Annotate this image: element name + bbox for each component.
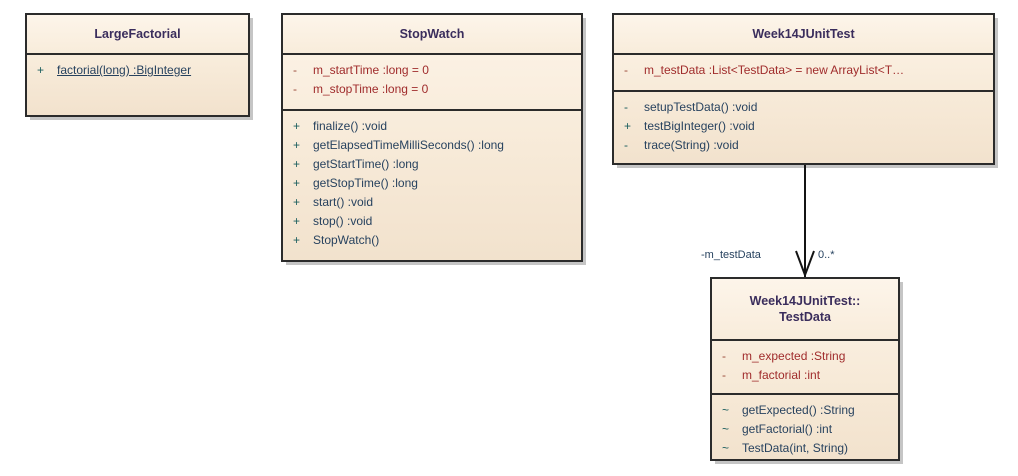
association-multiplicity-label: 0..* — [818, 249, 835, 261]
operations-compartment-stop-watch: + finalize() :void + getElapsedTimeMilli… — [283, 109, 581, 257]
association-line-testdata[interactable] — [804, 165, 806, 277]
class-name-test-data: Week14JUnitTest:: TestData — [712, 279, 898, 341]
association-arrowhead-icon — [795, 250, 815, 278]
operation-row[interactable]: + stop() :void — [283, 212, 581, 231]
visibility-marker: ~ — [722, 422, 730, 436]
class-title-line1: StopWatch — [399, 27, 465, 41]
operation-label: trace(String) :void — [644, 138, 739, 152]
operations-compartment-test-data: ~ getExpected() :String ~ getFactorial()… — [712, 393, 898, 465]
operation-label: getExpected() :String — [742, 403, 855, 417]
operations-compartment-large-factorial: + factorial(long) :BigInteger — [27, 55, 248, 115]
association-role-label: -m_testData — [701, 249, 761, 261]
visibility-marker: + — [37, 63, 45, 77]
operation-label: stop() :void — [313, 214, 373, 228]
class-title-line1: LargeFactorial — [94, 27, 181, 41]
visibility-marker: - — [624, 100, 628, 114]
class-box-stop-watch[interactable]: StopWatch - m_startTime :long = 0 - m_st… — [281, 13, 583, 262]
attribute-label: m_testData :List<TestData> = new ArrayLi… — [644, 63, 905, 77]
class-box-test-data[interactable]: Week14JUnitTest:: TestData - m_expected … — [710, 277, 900, 461]
visibility-marker: + — [293, 119, 301, 133]
attribute-row[interactable]: - m_expected :String — [712, 347, 898, 366]
operation-row[interactable]: - setupTestData() :void — [614, 98, 993, 117]
visibility-marker: + — [624, 119, 632, 133]
operation-label: finalize() :void — [313, 119, 388, 133]
visibility-marker: - — [293, 82, 297, 96]
operation-label: factorial(long) :BigInteger — [57, 63, 192, 77]
operation-row[interactable]: + testBigInteger() :void — [614, 117, 993, 136]
operation-label: start() :void — [313, 195, 374, 209]
operation-label: StopWatch() — [313, 233, 380, 247]
operation-row[interactable]: - trace(String) :void — [614, 136, 993, 155]
class-name-large-factorial: LargeFactorial — [27, 15, 248, 55]
visibility-marker: ~ — [722, 403, 730, 417]
operation-label: getStartTime() :long — [313, 157, 419, 171]
attribute-row[interactable]: - m_factorial :int — [712, 366, 898, 385]
operation-row[interactable]: + finalize() :void — [283, 117, 581, 136]
operation-label: getStopTime() :long — [313, 176, 418, 190]
attributes-compartment-test-data: - m_expected :String - m_factorial :int — [712, 341, 898, 393]
operation-row[interactable]: + getStopTime() :long — [283, 174, 581, 193]
visibility-marker: - — [722, 368, 726, 382]
visibility-marker: + — [293, 138, 301, 152]
class-box-week14-junit-test[interactable]: Week14JUnitTest - m_testData :List<TestD… — [612, 13, 995, 165]
operation-row[interactable]: + start() :void — [283, 193, 581, 212]
attribute-row[interactable]: - m_startTime :long = 0 — [283, 61, 581, 80]
operation-row[interactable]: ~ TestData(int, String) — [712, 439, 898, 458]
operation-row[interactable]: + getElapsedTimeMilliSeconds() :long — [283, 136, 581, 155]
operation-row[interactable]: ~ getFactorial() :int — [712, 420, 898, 439]
visibility-marker: + — [293, 176, 301, 190]
operation-row[interactable]: + StopWatch() — [283, 231, 581, 250]
visibility-marker: ~ — [722, 441, 730, 455]
visibility-marker: + — [293, 157, 301, 171]
attribute-label: m_stopTime :long = 0 — [313, 82, 429, 96]
operation-row[interactable]: ~ getExpected() :String — [712, 401, 898, 420]
attribute-row[interactable]: - m_testData :List<TestData> = new Array… — [614, 61, 993, 80]
class-title-line1: Week14JUnitTest:: — [749, 294, 861, 308]
attribute-row[interactable]: - m_stopTime :long = 0 — [283, 80, 581, 99]
visibility-marker: - — [624, 138, 628, 152]
class-title-line2: TestData — [779, 310, 831, 324]
class-box-large-factorial[interactable]: LargeFactorial + factorial(long) :BigInt… — [25, 13, 250, 117]
operation-label: testBigInteger() :void — [644, 119, 755, 133]
attributes-compartment-week14-junit-test: - m_testData :List<TestData> = new Array… — [614, 55, 993, 90]
visibility-marker: + — [293, 233, 301, 247]
operation-label: getElapsedTimeMilliSeconds() :long — [313, 138, 504, 152]
visibility-marker: - — [293, 63, 297, 77]
operation-row[interactable]: + factorial(long) :BigInteger — [27, 61, 248, 80]
visibility-marker: - — [722, 349, 726, 363]
operation-row[interactable]: + getStartTime() :long — [283, 155, 581, 174]
attribute-label: m_factorial :int — [742, 368, 821, 382]
class-name-week14-junit-test: Week14JUnitTest — [614, 15, 993, 55]
visibility-marker: - — [624, 63, 628, 77]
attributes-compartment-stop-watch: - m_startTime :long = 0 - m_stopTime :lo… — [283, 55, 581, 109]
visibility-marker: + — [293, 214, 301, 228]
operation-label: TestData(int, String) — [742, 441, 849, 455]
visibility-marker: + — [293, 195, 301, 209]
operations-compartment-week14-junit-test: - setupTestData() :void + testBigInteger… — [614, 90, 993, 162]
attribute-label: m_startTime :long = 0 — [313, 63, 429, 77]
attribute-label: m_expected :String — [742, 349, 846, 363]
class-title-line1: Week14JUnitTest — [752, 27, 855, 41]
operation-label: setupTestData() :void — [644, 100, 758, 114]
class-name-stop-watch: StopWatch — [283, 15, 581, 55]
operation-label: getFactorial() :int — [742, 422, 833, 436]
